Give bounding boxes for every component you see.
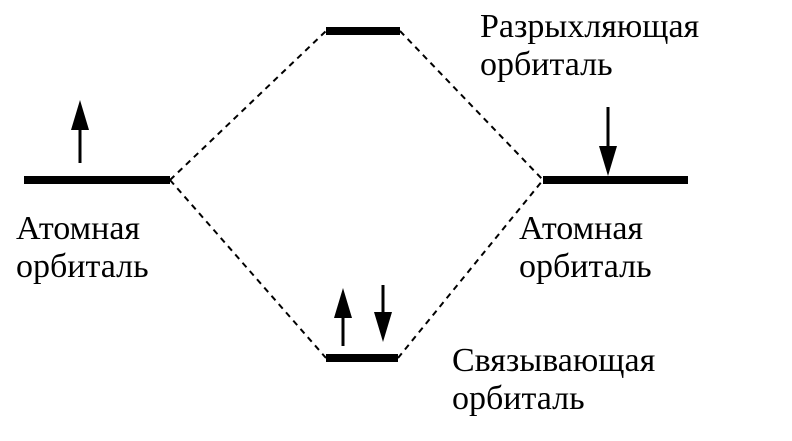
label-bonding-line2: орбиталь — [452, 380, 585, 417]
label-atomic-orbital-right: Атомная орбиталь — [519, 210, 652, 286]
label-antibonding-line1: Разрыхляющая — [480, 8, 700, 45]
label-atomic-left-line2: орбиталь — [16, 248, 149, 285]
label-bonding-orbital: Связывающая орбиталь — [452, 342, 655, 418]
label-bonding-line1: Связывающая — [452, 342, 656, 379]
connector-antibonding-to-right — [399, 30, 544, 181]
connector-left-to-antibonding — [169, 30, 327, 181]
label-atomic-right-line1: Атомная — [519, 210, 644, 247]
electron-atomic-left-up-icon — [71, 100, 89, 163]
label-atomic-orbital-left: Атомная орбиталь — [16, 210, 149, 286]
label-atomic-left-line1: Атомная — [16, 210, 141, 247]
electron-bonding-up-icon — [334, 288, 352, 346]
electron-atomic-right-down-icon — [599, 107, 617, 176]
electron-bonding-down-icon — [374, 285, 392, 342]
label-antibonding-line2: орбиталь — [480, 46, 613, 83]
connector-left-to-bonding — [169, 179, 327, 359]
label-antibonding-orbital: Разрыхляющая орбиталь — [480, 8, 699, 84]
connector-bonding-to-right — [397, 179, 544, 359]
label-atomic-right-line2: орбиталь — [519, 248, 652, 285]
